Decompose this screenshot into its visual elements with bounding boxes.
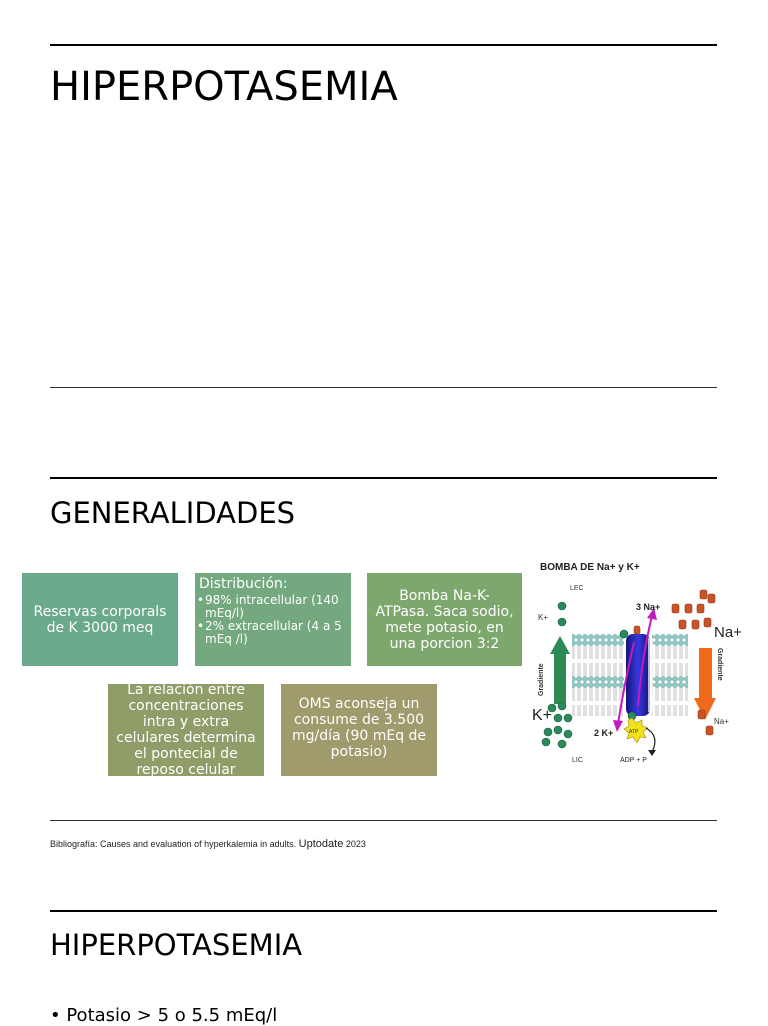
slide2-bottom-rule [50, 820, 717, 821]
slide1-title: HIPERPOTASEMIA [50, 64, 398, 110]
atp-burst [623, 717, 649, 744]
distribucion-item: 2% extracellular (4 a 5 mEq /l) [197, 620, 347, 646]
distribucion-list: 98% intracellular (140 mEq/l) 2% extrace… [195, 594, 351, 646]
slide3-bullet: • Potasio > 5 o 5.5 mEq/l [50, 1005, 278, 1026]
bomba-box: Bomba Na-K-ATPasa. Saca sodio, mete pota… [367, 573, 522, 666]
reservas-box: Reservas corporals de K 3000 meq [22, 573, 178, 666]
distribucion-box: Distribución: 98% intracellular (140 mEq… [195, 573, 351, 666]
oms-box: OMS aconseja un consume de 3.500 mg/día … [281, 684, 437, 776]
k-big-label: K+ [532, 707, 552, 724]
k-small-label: K+ [538, 613, 548, 622]
bibliography-source: Uptodate [298, 838, 344, 850]
atp-label: ATP [629, 729, 639, 735]
reservas-text: Reservas corporals de K 3000 meq [33, 603, 167, 636]
distribucion-item: 98% intracellular (140 mEq/l) [197, 594, 347, 620]
slide1-top-rule [50, 44, 717, 46]
bibliography: Bibliografía: Causes and evaluation of h… [50, 838, 366, 850]
na-big-label: Na+ [714, 624, 742, 641]
membrane-left [572, 634, 624, 716]
gradiente-right-label: Gradiente [716, 648, 723, 681]
bibliography-text: Bibliografía: Causes and evaluation of h… [50, 839, 297, 849]
adp-label: ADP + P [620, 757, 647, 764]
two-k-label: 2 K+ [594, 728, 613, 738]
na-small-label: Na+ [714, 717, 729, 726]
lic-label: LIC [572, 757, 583, 764]
slide1-bottom-rule [50, 387, 717, 388]
relacion-text: La relación entre concentraciones intra … [116, 684, 256, 776]
two-k-arrow [617, 641, 635, 725]
bomba-text: Bomba Na-K-ATPasa. Saca sodio, mete pota… [375, 587, 514, 652]
sodium-ions [633, 589, 716, 736]
oms-text: OMS aconseja un consume de 3.500 mg/día … [291, 696, 427, 760]
lec-label: LEC [570, 585, 584, 592]
sodium-potassium-pump-figure: BOMBA DE Na+ y K+ LEC LIC Gradiente Grad… [532, 562, 742, 764]
figure-title: BOMBA DE Na+ y K+ [540, 562, 640, 573]
k-gradient-arrow [554, 652, 566, 704]
bibliography-year: 2023 [345, 839, 366, 849]
potassium-ions [541, 601, 637, 749]
atp-arrow [645, 727, 656, 753]
na-gradient-arrow [699, 648, 712, 700]
slide2-title: GENERALIDADES [50, 496, 296, 530]
slide3-top-rule [50, 910, 717, 912]
three-na-label: 3 Na+ [636, 602, 660, 612]
relacion-box: La relación entre concentraciones intra … [108, 684, 264, 776]
slide2-top-rule [50, 477, 717, 479]
three-na-arrow [637, 615, 653, 707]
membrane-right [652, 634, 688, 716]
slide3-title: HIPERPOTASEMIA [50, 928, 303, 962]
distribucion-title: Distribución: [199, 576, 288, 592]
gradiente-left-label: Gradiente [538, 663, 545, 696]
